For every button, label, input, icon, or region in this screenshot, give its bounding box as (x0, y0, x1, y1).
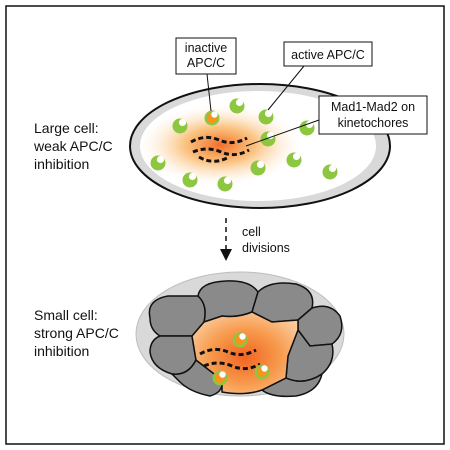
active-apc (182, 172, 198, 188)
kinetochore-chromosomes (190, 135, 250, 163)
inactive-apc-small (232, 332, 248, 348)
callout-mad-line1: Mad1-Mad2 on (331, 100, 415, 114)
large-cell-line2: weak APC/C (33, 138, 113, 154)
small-cell-chromosomes (199, 347, 261, 371)
active-apc (322, 164, 338, 180)
active-apc (172, 118, 188, 134)
transition-line2: divisions (242, 241, 290, 255)
callout-inactive-line2: APC/C (187, 56, 225, 70)
inactive-apc-small (254, 364, 270, 380)
callout-inactive-line1: inactive (185, 41, 227, 55)
callout-active-label: active APC/C (291, 48, 365, 62)
small-cell-line2: strong APC/C (34, 325, 119, 341)
cell-division-arrow: cell divisions (220, 218, 290, 261)
inactive-apc-small (212, 370, 228, 386)
active-apc (250, 160, 266, 176)
active-apc (217, 176, 233, 192)
active-apc (258, 109, 274, 125)
large-cell-label: Large cell: weak APC/C inhibition (33, 120, 113, 172)
callout-active-apc: active APC/C (267, 41, 373, 111)
active-apc (229, 98, 245, 114)
embryo (135, 271, 345, 398)
active-apc (286, 152, 302, 168)
neighbor-cells (148, 280, 343, 398)
small-cell-line1: Small cell: (34, 307, 98, 323)
transition-line1: cell (242, 225, 261, 239)
inactive-apc-large (204, 110, 220, 126)
active-apc (260, 131, 276, 147)
inhibitor-glow (140, 105, 300, 185)
callout-inactive-apc: inactive APC/C (175, 37, 237, 112)
large-cell-line3: inhibition (34, 156, 89, 172)
callout-mad-line2: kinetochores (338, 116, 409, 130)
small-cell-line3: inhibition (34, 343, 89, 359)
active-apc (150, 155, 166, 171)
large-cell-line1: Large cell: (34, 120, 99, 136)
small-cell-label: Small cell: strong APC/C inhibition (34, 307, 119, 359)
callout-mad1-mad2: Mad1-Mad2 on kinetochores (245, 95, 428, 147)
